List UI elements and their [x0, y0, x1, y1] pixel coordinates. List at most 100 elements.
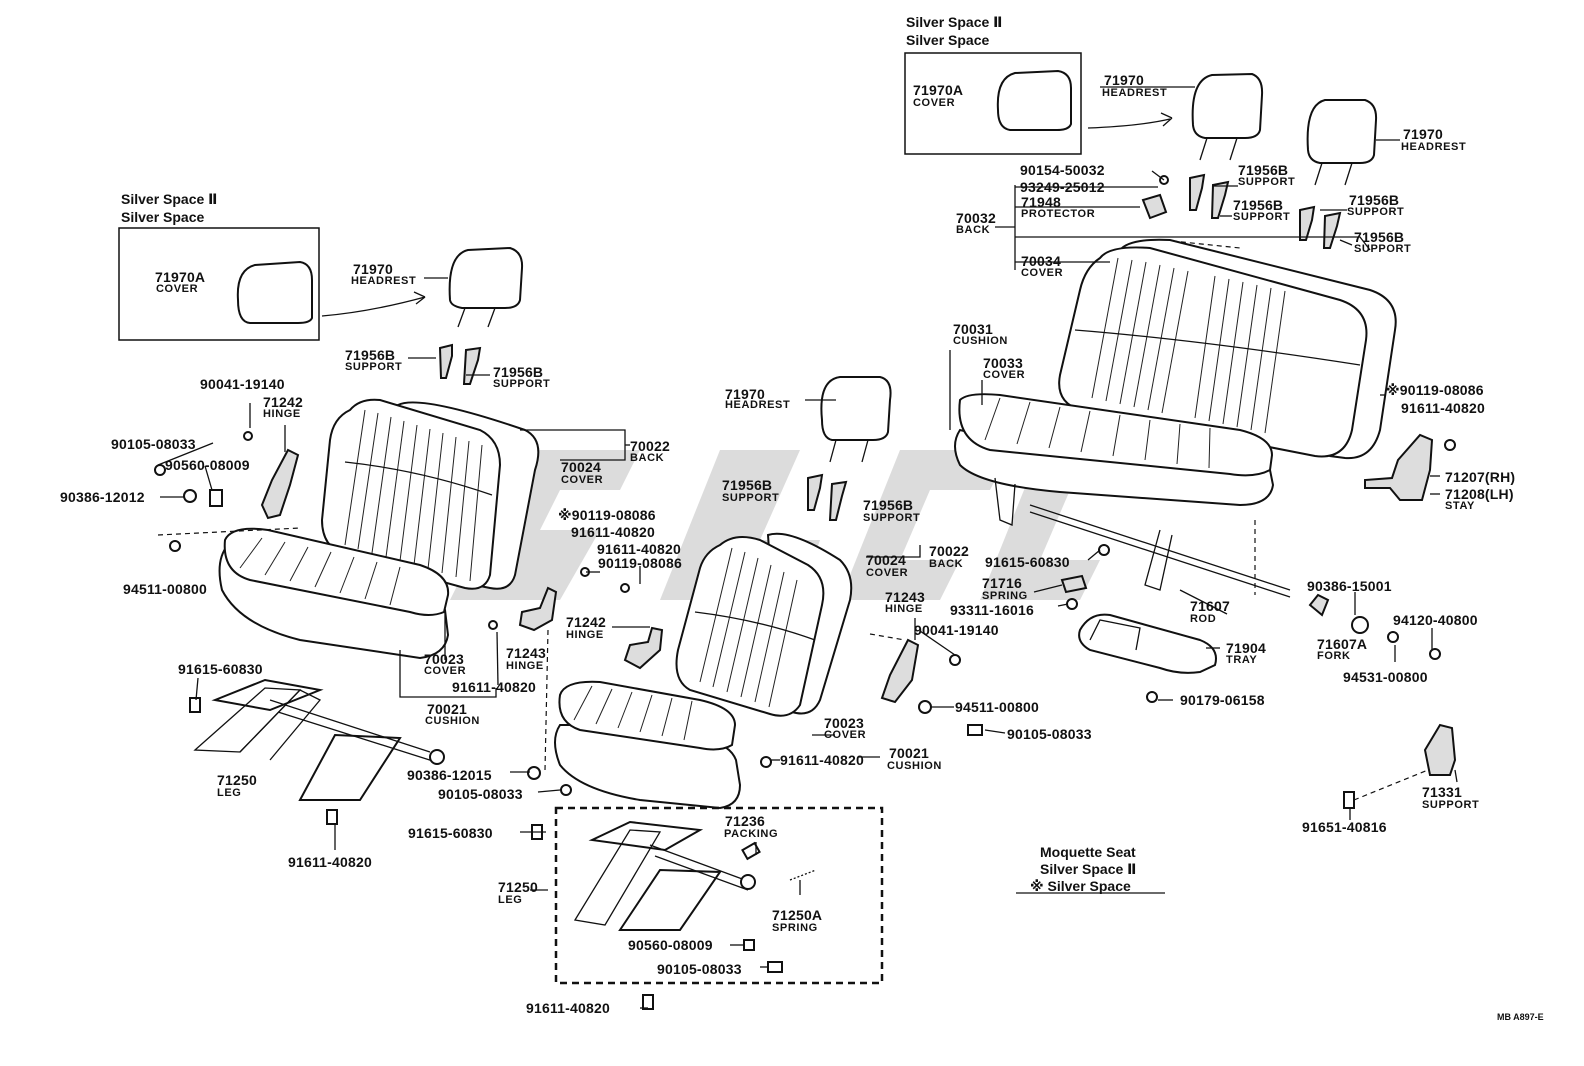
rear-support-71331	[1343, 723, 1457, 809]
callout-name: COVER	[561, 474, 604, 486]
callout-name: COVER	[983, 369, 1026, 381]
callout-number: 71207(RH)	[1445, 469, 1516, 485]
leader-lines	[157, 86, 1458, 1009]
callout-number: 70022	[630, 438, 670, 454]
rear-headrest-left	[1191, 72, 1264, 161]
callout-number: 91611-40820	[288, 854, 372, 870]
callout-number: 91615-60830	[408, 825, 493, 841]
callout-name: SUPPORT	[1354, 243, 1412, 255]
middle-headrest-supports	[807, 473, 848, 521]
left-seat-leg	[189, 678, 445, 825]
callout-name: COVER	[866, 567, 909, 579]
callout-number: 90560-08009	[165, 457, 250, 473]
callout-name: ROD	[1190, 613, 1217, 625]
callout-number: ※90119-08086	[1386, 382, 1484, 398]
callout-name: COVER	[1021, 267, 1064, 279]
callout-number: 90386-12015	[407, 767, 492, 783]
callout-number: 90179-06158	[1180, 692, 1265, 708]
callout-name: HINGE	[566, 629, 604, 641]
right-variant-box	[904, 52, 1082, 155]
callout-number: 71956B	[1354, 229, 1405, 245]
callout-number: 70023	[824, 715, 864, 731]
callout-number: 71970	[1403, 126, 1443, 142]
callout-number: 91611-40820	[452, 679, 536, 695]
callout-number: 90386-12012	[60, 489, 145, 505]
rear-seat-frame	[994, 477, 1291, 598]
callout-name: CUSHION	[953, 335, 1008, 347]
callout-number: 70034	[1021, 253, 1061, 269]
callout-number: 90105-08033	[1007, 726, 1092, 742]
callout-name: SUPPORT	[1238, 176, 1296, 188]
callout-name: HINGE	[263, 408, 301, 420]
rear-protector	[1141, 175, 1241, 249]
callout-name: COVER	[424, 665, 467, 677]
left-box-title-line-2: Silver Space	[121, 209, 205, 225]
callout-name: COVER	[156, 283, 199, 295]
left-front-seat-back	[320, 398, 540, 590]
callout-number: 70031	[953, 321, 993, 337]
rear-seat-stay	[1364, 433, 1456, 501]
callout-name: HEADREST	[351, 275, 417, 287]
callout-number: 71970	[353, 261, 393, 277]
callout-name: LEG	[217, 787, 242, 799]
left-front-seat-cushion	[218, 527, 450, 660]
callout-name: HEADREST	[1102, 87, 1168, 99]
callout-number: 90560-08009	[628, 937, 713, 953]
callout-number: 91611-40820	[526, 1000, 610, 1016]
callout-name: PROTECTOR	[1021, 208, 1096, 220]
left-box-title-line-1: Silver Space Ⅱ	[121, 191, 218, 207]
rear-seat-cushion	[954, 393, 1275, 507]
callout-number: 71956B	[1238, 162, 1289, 178]
callout-name: FORK	[1317, 650, 1351, 662]
left-headrest	[448, 246, 524, 328]
callout-name: LEG	[498, 894, 523, 906]
callout-number: 70024	[866, 552, 906, 568]
callout-number: 71956B	[345, 347, 396, 363]
callout-number: 71242	[566, 614, 606, 630]
arrow-head	[413, 291, 426, 305]
callout-name: BACK	[630, 452, 665, 464]
callout-name: TRAY	[1226, 654, 1258, 666]
leg-detail-box	[554, 806, 884, 985]
callout-number: 93311-16016	[950, 602, 1034, 618]
callout-name: SPRING	[772, 922, 818, 934]
callout-number: 70022	[929, 543, 969, 559]
arrow-head	[1160, 112, 1173, 127]
callout-number: 70021	[427, 701, 467, 717]
legend-line-2: Silver Space Ⅱ	[1040, 861, 1137, 877]
callout-number: 71970	[725, 386, 765, 402]
callout-number: 91611-40820	[780, 752, 864, 768]
left-hinge	[154, 431, 300, 552]
callout-name: BACK	[929, 558, 964, 570]
callout-name: HINGE	[506, 660, 544, 672]
callout-number: 90119-08086	[598, 555, 682, 571]
callout-number: 70024	[561, 459, 601, 475]
legend-line-3: ※ Silver Space	[1030, 878, 1131, 894]
callout-number: 71243	[506, 645, 546, 661]
callout-number: 71242	[263, 394, 303, 410]
callout-number: 71236	[725, 813, 765, 829]
callout-number: 71243	[885, 589, 925, 605]
callout-number: 70033	[983, 355, 1023, 371]
callout-number: 71956B	[493, 364, 544, 380]
callout-name: SUPPORT	[863, 512, 921, 524]
middle-headrest	[820, 376, 892, 463]
callout-number: 91611-40820	[597, 541, 681, 557]
callout-number: 71956B	[863, 497, 914, 513]
callout-number: 71250A	[772, 907, 823, 923]
callout-name: SUPPORT	[345, 361, 403, 373]
arrow-line	[321, 296, 426, 317]
callout-number: ※90119-08086	[558, 507, 656, 523]
callout-number: 90386-15001	[1307, 578, 1392, 594]
middle-hinges	[527, 567, 983, 796]
callout-number: 91651-40816	[1302, 819, 1387, 835]
rear-headrest-right	[1306, 99, 1378, 186]
diagram-code: MB A897-E	[1497, 1012, 1544, 1022]
callout-name: SUPPORT	[1347, 206, 1405, 218]
callout-number: 71331	[1422, 784, 1462, 800]
callout-name: SUPPORT	[493, 378, 551, 390]
right-box-title-line-1: Silver Space Ⅱ	[906, 14, 1003, 30]
callout-number: 71208(LH)	[1445, 486, 1514, 502]
callout-number: 71970A	[155, 269, 206, 285]
